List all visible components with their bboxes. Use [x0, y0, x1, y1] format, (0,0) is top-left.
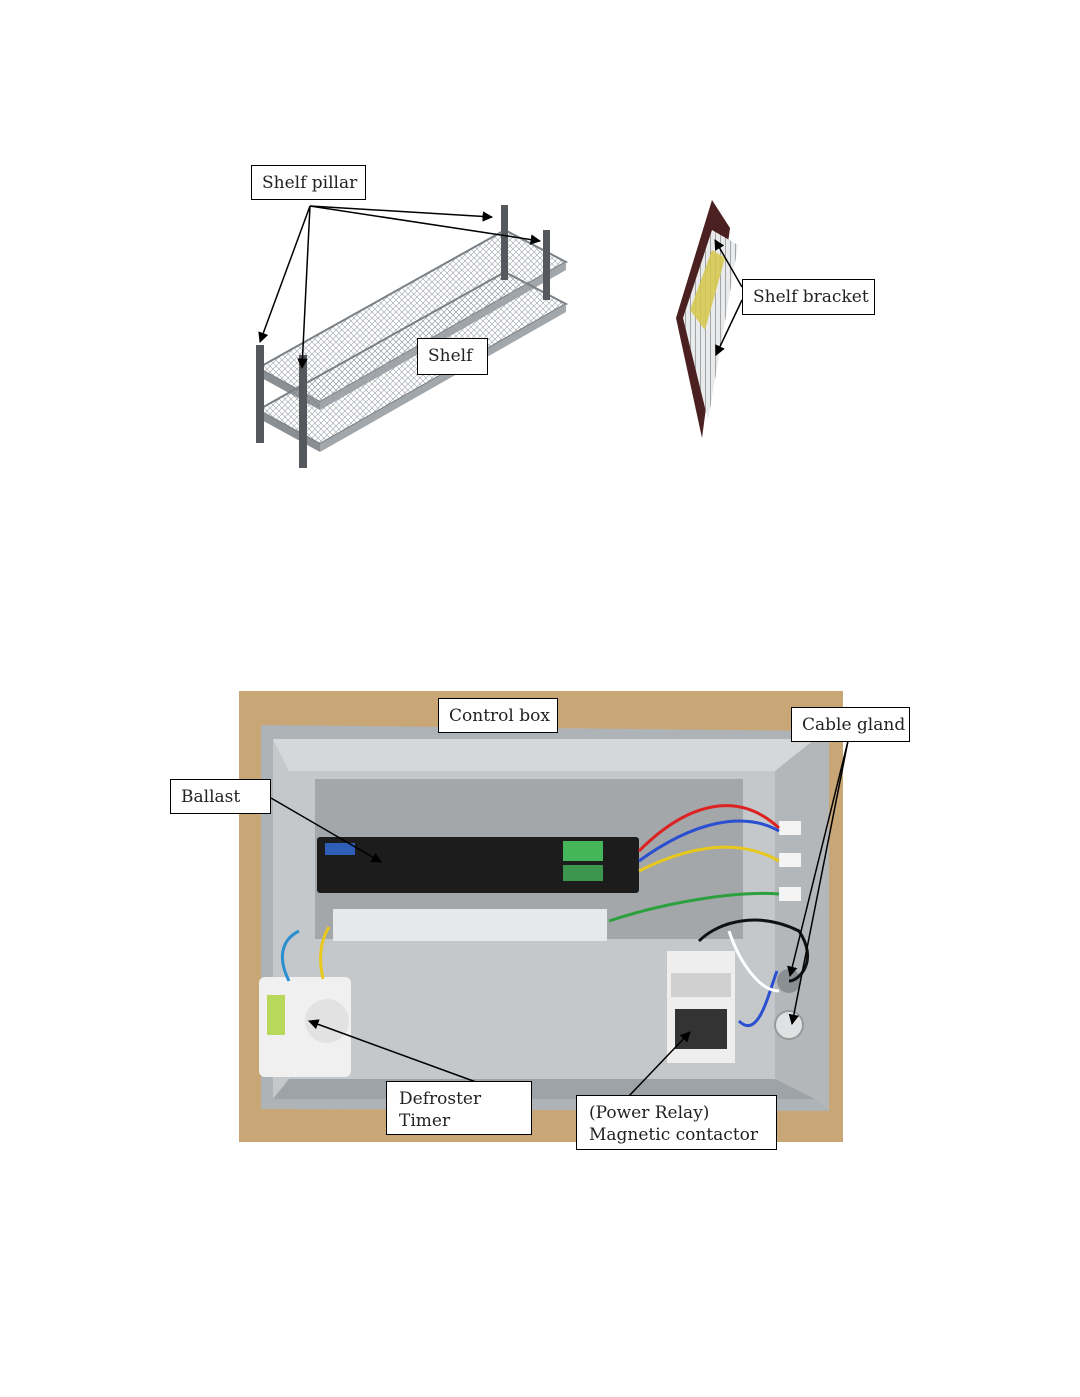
shelf-pillars [256, 205, 550, 468]
shelf-bracket-panel [676, 200, 738, 438]
contactor-unit [667, 951, 735, 1063]
shelf-bracket-label: Shelf bracket [742, 279, 875, 315]
magnetic-contactor-line2: Magnetic contactor [589, 1125, 759, 1145]
shelf-pillar-arrows [258, 205, 542, 370]
shelf-label: Shelf [417, 338, 488, 375]
defroster-timer-label: Defroster Timer [386, 1081, 532, 1135]
cable-gland-label: Cable gland [791, 707, 910, 742]
shelf-pillar-label: Shelf pillar [251, 165, 366, 200]
magnetic-contactor-line1: (Power Relay) [589, 1103, 710, 1123]
defroster-timer-line1: Defroster [399, 1089, 482, 1109]
defroster-timer-unit [259, 977, 351, 1077]
control-box-photo [239, 691, 843, 1142]
defroster-timer-line2: Timer [399, 1111, 451, 1131]
shelf-bracket-arrows [714, 239, 743, 356]
ballast-unit [317, 837, 639, 893]
ballast-label: Ballast [170, 779, 271, 814]
control-box-label: Control box [438, 698, 558, 733]
magnetic-contactor-label: (Power Relay) Magnetic contactor [576, 1095, 777, 1150]
shelf-lower [255, 270, 569, 452]
shelf-figure [255, 200, 743, 468]
